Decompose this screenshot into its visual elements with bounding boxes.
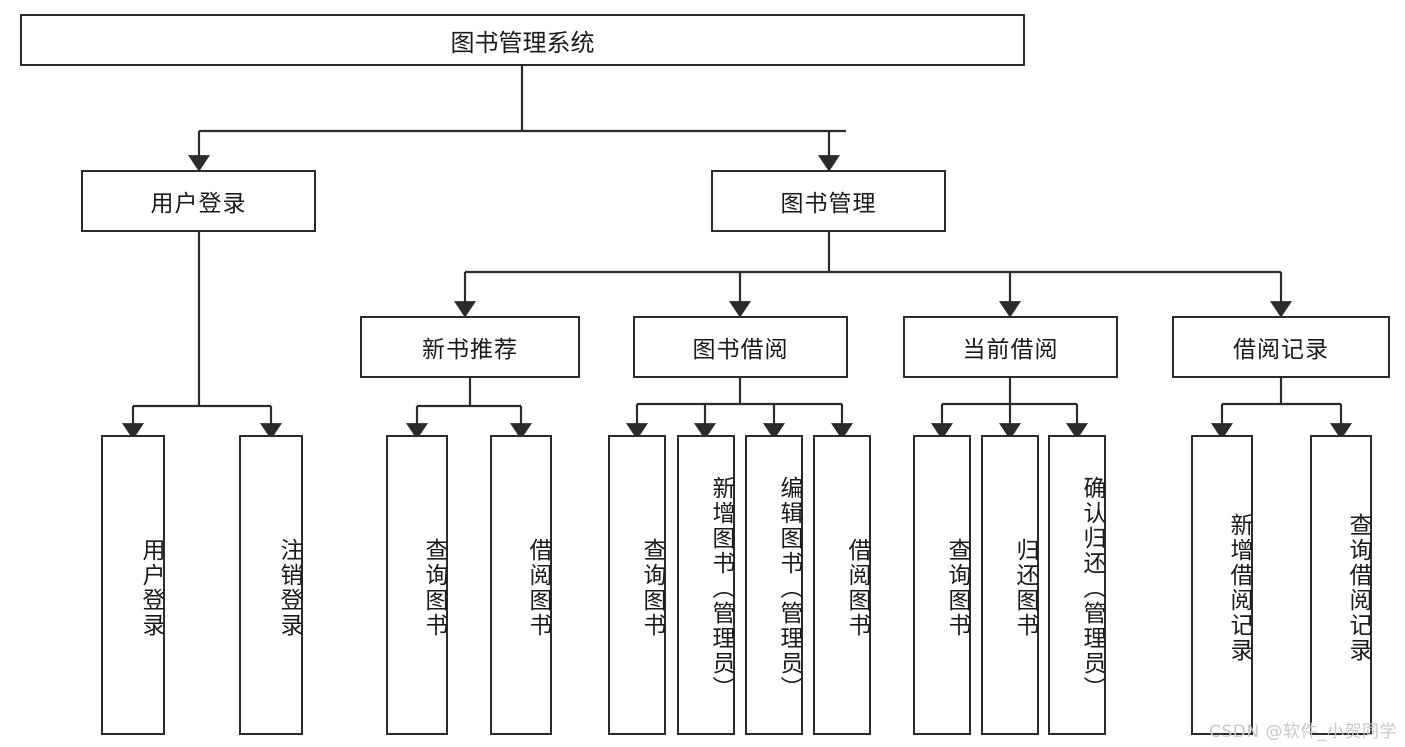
node-label: 编辑图书（管理员） [776, 475, 802, 701]
node-label: 借阅图书 [844, 538, 870, 638]
node-label: 借阅记录 [1233, 337, 1329, 363]
leaf-add-borrow-record[interactable]: 新增借阅记录 [1191, 435, 1253, 735]
leaf-borrow-book-recommend[interactable]: 借阅图书 [490, 435, 552, 735]
leaf-add-book-admin[interactable]: 新增图书（管理员） [677, 435, 735, 735]
node-label: 新书推荐 [422, 337, 518, 363]
leaf-return-book[interactable]: 归还图书 [981, 435, 1039, 735]
leaf-edit-book-admin[interactable]: 编辑图书（管理员） [745, 435, 803, 735]
leaf-query-book-recommend[interactable]: 查询图书 [386, 435, 448, 735]
node-label: 查询借阅记录 [1345, 513, 1371, 663]
node-new-book-recommend[interactable]: 新书推荐 [360, 316, 580, 378]
node-book-management[interactable]: 图书管理 [711, 170, 946, 232]
watermark: CSDN @软件_小贺同学 [1209, 722, 1397, 742]
node-label: 用户登录 [150, 191, 247, 217]
leaf-confirm-return-admin[interactable]: 确认归还（管理员） [1048, 435, 1106, 735]
node-book-borrow[interactable]: 图书借阅 [633, 316, 848, 378]
node-label: 归还图书 [1012, 538, 1038, 638]
node-label: 借阅图书 [525, 538, 551, 638]
node-borrow-record[interactable]: 借阅记录 [1172, 316, 1390, 378]
leaf-user-login[interactable]: 用户登录 [101, 435, 165, 735]
node-label: 确认归还（管理员） [1079, 475, 1105, 701]
node-root-system[interactable]: 图书管理系统 [20, 14, 1025, 66]
leaf-borrow-book[interactable]: 借阅图书 [813, 435, 871, 735]
leaf-query-book-current[interactable]: 查询图书 [913, 435, 971, 735]
node-current-borrow[interactable]: 当前借阅 [903, 316, 1118, 378]
node-label: 注销登录 [276, 538, 302, 638]
leaf-query-book-borrow[interactable]: 查询图书 [608, 435, 666, 735]
node-label: 查询图书 [421, 538, 447, 638]
node-label: 新增图书（管理员） [708, 475, 734, 701]
node-label: 图书管理系统 [450, 28, 595, 57]
node-label: 当前借阅 [962, 337, 1059, 363]
node-label: 用户登录 [138, 538, 164, 638]
leaf-query-borrow-record[interactable]: 查询借阅记录 [1310, 435, 1372, 735]
node-label: 图书管理 [780, 191, 877, 217]
node-label: 图书借阅 [692, 337, 789, 363]
node-label: 查询图书 [944, 538, 970, 638]
node-user-login[interactable]: 用户登录 [81, 170, 316, 232]
node-label: 查询图书 [639, 538, 665, 638]
leaf-user-logout[interactable]: 注销登录 [239, 435, 303, 735]
node-label: 新增借阅记录 [1226, 513, 1252, 663]
